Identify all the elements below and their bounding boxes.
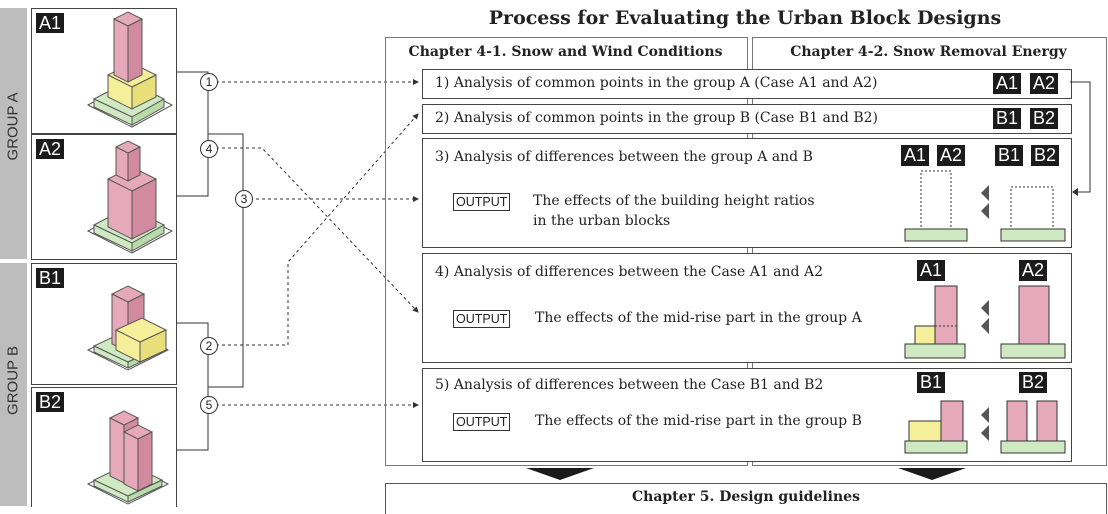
- row-4-output-tag: OUTPUT: [453, 310, 511, 328]
- row-5-badge-b1: B1: [917, 372, 946, 393]
- case-a2-building-icon: [86, 140, 174, 254]
- analysis-row-1-text: 1) Analysis of common points in the grou…: [435, 75, 878, 91]
- chapter-4-1-panel: [385, 37, 748, 466]
- chapter-5-title: Chapter 5. Design guidelines: [385, 483, 1107, 514]
- case-b2-building-icon: [86, 410, 170, 505]
- row-3-output-tag: OUTPUT: [453, 193, 511, 211]
- connector-5-marker: 5: [200, 396, 218, 414]
- row-2-badge-b1: B1: [993, 108, 1022, 129]
- chapter-4-1-title: Chapter 4-1. Snow and Wind Conditions: [408, 44, 723, 60]
- case-b2-box: B2: [31, 387, 177, 507]
- chapter-4-2-panel: [752, 37, 1107, 466]
- analysis-row-1: 1) Analysis of common points in the grou…: [422, 69, 1072, 99]
- case-a2-box: A2: [31, 134, 177, 260]
- row-4-output-line-1: The effects of the mid-rise part in the …: [535, 310, 862, 326]
- case-b1-building-icon: [86, 285, 170, 371]
- row-1-badge-a2: A2: [1030, 73, 1059, 94]
- case-a1-box: A1: [31, 8, 177, 134]
- analysis-row-5-text: 5) Analysis of differences between the C…: [435, 377, 824, 393]
- row-3-badge-a2: A2: [937, 145, 966, 166]
- row-3-output-line-1: The effects of the building height ratio…: [533, 193, 815, 209]
- row-3-output-line-2: in the urban blocks: [533, 213, 671, 229]
- row-1-badge-a1: A1: [993, 73, 1022, 94]
- analysis-row-4: 4) Analysis of differences between the C…: [422, 253, 1072, 363]
- analysis-row-4-text: 4) Analysis of differences between the C…: [435, 264, 823, 280]
- row-5-output-tag: OUTPUT: [453, 413, 511, 431]
- case-b1-box: B1: [31, 263, 177, 385]
- row-3-height-ratio-figure: [904, 170, 1066, 242]
- row-5-output-line-1: The effects of the mid-rise part in the …: [535, 413, 862, 429]
- connector-3-marker: 3: [235, 190, 253, 208]
- down-arrow-right: [898, 468, 966, 480]
- feedback-arrow: [1070, 81, 1091, 196]
- row-3-badge-a1: A1: [901, 145, 930, 166]
- row-5-midrise-figure: [904, 400, 1066, 454]
- row-3-badge-b1: B1: [995, 145, 1024, 166]
- case-b1-badge: B1: [36, 268, 65, 288]
- analysis-row-3-text: 3) Analysis of differences between the g…: [435, 149, 813, 165]
- analysis-row-2: 2) Analysis of common points in the grou…: [422, 104, 1072, 134]
- diagram-title: Process for Evaluating the Urban Block D…: [488, 7, 1002, 29]
- case-a1-building-icon: [86, 11, 174, 128]
- case-b2-badge: B2: [36, 392, 65, 412]
- analysis-row-3: 3) Analysis of differences between the g…: [422, 138, 1072, 248]
- analysis-row-2-text: 2) Analysis of common points in the grou…: [435, 110, 878, 126]
- chapter-4-2-title: Chapter 4-2. Snow Removal Energy: [790, 44, 1067, 60]
- row-2-badge-b2: B2: [1030, 108, 1059, 129]
- group-b-bar: [0, 263, 27, 506]
- row-3-badge-b2: B2: [1031, 145, 1060, 166]
- analysis-row-5: 5) Analysis of differences between the C…: [422, 368, 1072, 462]
- case-a1-badge: A1: [36, 13, 65, 33]
- row-4-badge-a1: A1: [917, 260, 946, 281]
- group-a-bar: [0, 8, 27, 259]
- case-a2-badge: A2: [36, 139, 65, 159]
- row-5-badge-b2: B2: [1019, 372, 1048, 393]
- connector-4-marker: 4: [200, 140, 218, 158]
- connector-1-marker: 1: [200, 73, 218, 91]
- row-4-midrise-figure: [904, 285, 1066, 359]
- connector-2-marker: 2: [200, 337, 218, 355]
- row-4-badge-a2: A2: [1019, 260, 1048, 281]
- down-arrow-left: [526, 468, 594, 480]
